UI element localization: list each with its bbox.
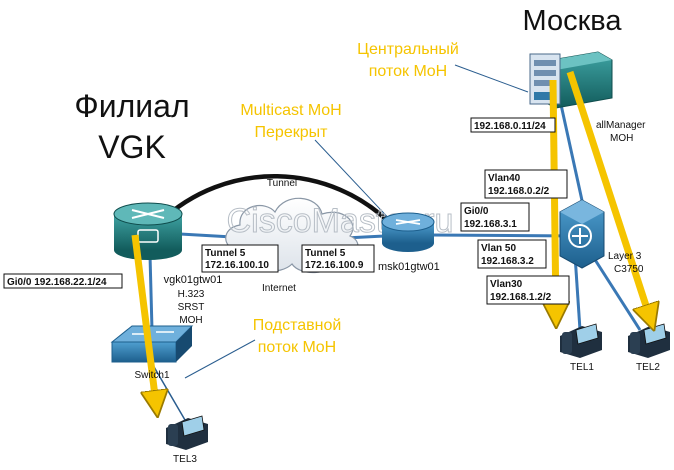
- svg-text:Tunnel 5: Tunnel 5: [205, 248, 246, 259]
- label-tel2: TEL2: [636, 362, 660, 373]
- svg-text:172.16.100.10: 172.16.100.10: [205, 260, 269, 271]
- label-cucm-name-line1: allManager: [596, 120, 646, 131]
- label-vgk-role2: SRST: [178, 302, 205, 313]
- label-tunnel5-left: Tunnel 5 172.16.100.10: [201, 244, 279, 273]
- label-switch1: Switch1: [134, 370, 169, 381]
- label-tel3: TEL3: [173, 454, 197, 465]
- label-vlan40: Vlan40 192.168.0.2/2: [484, 169, 568, 199]
- label-vgk-role3: MOH: [179, 315, 202, 326]
- svg-text:192.168.3.1: 192.168.3.1: [464, 219, 517, 230]
- svg-text:Vlan30: Vlan30: [490, 279, 523, 290]
- svg-text:Vlan40: Vlan40: [488, 173, 521, 184]
- link-l3-tel2: [590, 254, 642, 331]
- arrow-central-moh-tel2: [566, 70, 650, 318]
- label-cucm-name-line2: MOH: [610, 133, 633, 144]
- label-tel1: TEL1: [570, 362, 594, 373]
- svg-text:192.168.3.2: 192.168.3.2: [481, 256, 534, 267]
- label-tunnel5-right: Tunnel 5 172.16.100.9: [301, 244, 375, 273]
- title-branch-line1: Филиал: [74, 88, 189, 124]
- svg-text:Vlan 50: Vlan 50: [481, 243, 516, 254]
- callout-substitute-line2: поток MoH: [258, 339, 336, 356]
- link-vgk-switch1: [148, 254, 154, 331]
- voice-router-icon: [113, 202, 183, 260]
- label-gi00-msk: Gi0/0 192.168.3.1: [460, 202, 530, 232]
- label-msk-router: msk01gtw01: [378, 261, 440, 273]
- callout-multicast-line2: Перекрыт: [255, 124, 329, 141]
- callout-connectors: [184, 64, 529, 379]
- svg-text:172.16.100.9: 172.16.100.9: [305, 260, 364, 271]
- title-branch-line2: VGK: [98, 129, 166, 165]
- label-layer3-line2: C3750: [614, 264, 644, 275]
- svg-text:Gi0/0: Gi0/0: [464, 206, 489, 217]
- link-l3-tel1: [573, 254, 582, 331]
- label-vgk-router: vgk01gtw01: [164, 274, 223, 286]
- switch-icon: [110, 325, 194, 363]
- link-l3-cucm: [558, 99, 585, 206]
- label-vgk-role1: H.323: [178, 289, 205, 300]
- callout-multicast-line1: Multicast MoH: [240, 102, 341, 119]
- label-layer3-line1: Layer 3: [608, 251, 642, 262]
- layer3-switch-icon: [559, 199, 605, 269]
- svg-text:192.168.0.2/2: 192.168.0.2/2: [488, 186, 550, 197]
- label-internet: Internet: [262, 283, 296, 294]
- arrow-substitute-moh-tel3: [131, 234, 156, 404]
- svg-text:Tunnel 5: Tunnel 5: [305, 248, 346, 259]
- label-vlan50: Vlan 50 192.168.3.2: [477, 239, 547, 269]
- title-moscow: Москва: [522, 5, 622, 37]
- ip-phone-icon: [166, 415, 208, 450]
- callout-substitute-line1: Подставной: [253, 317, 342, 334]
- callout-central-line1: Центральный: [357, 41, 459, 58]
- svg-text:Gi0/0 192.168.22.1/24: Gi0/0 192.168.22.1/24: [7, 277, 107, 288]
- router-icon: [381, 212, 435, 252]
- label-gi00-branch: Gi0/0 192.168.22.1/24: [3, 273, 123, 289]
- ip-phone-icon: [628, 323, 670, 358]
- label-vlan30: Vlan30 192.168.1.2/2: [486, 275, 570, 305]
- callout-central-line2: поток MoH: [369, 63, 447, 80]
- tunnel-arc: [158, 174, 397, 230]
- ip-phone-icon: [560, 323, 602, 358]
- svg-text:192.168.1.2/2: 192.168.1.2/2: [490, 292, 552, 303]
- label-tunnel: Tunnel: [267, 178, 297, 189]
- svg-text:192.168.0.11/24: 192.168.0.11/24: [474, 121, 546, 132]
- label-cucm-ip: 192.168.0.11/24: [470, 117, 556, 133]
